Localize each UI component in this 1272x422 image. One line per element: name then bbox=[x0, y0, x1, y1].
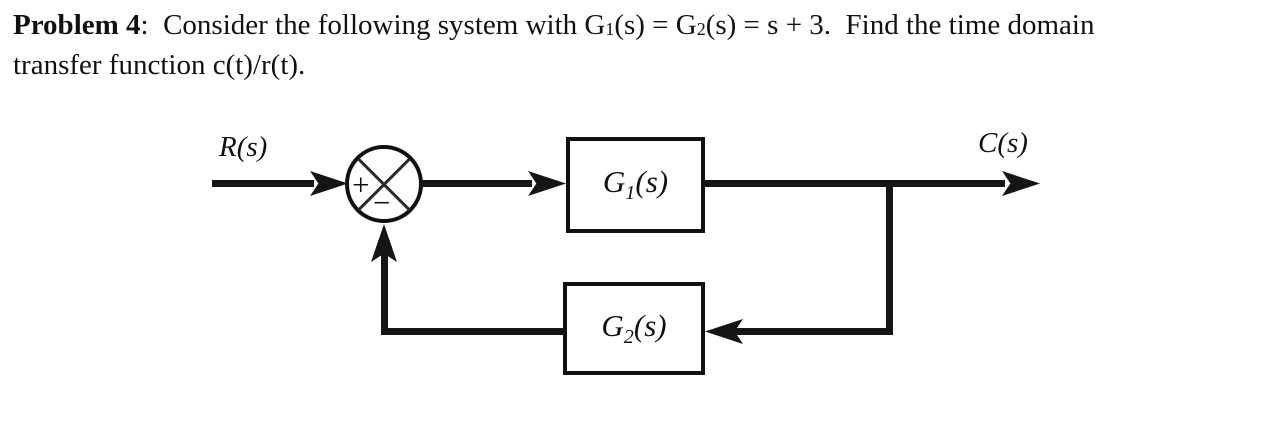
problem-text-c: (s) = s + 3. Find the time domain bbox=[705, 9, 1095, 41]
feedback-right-horizontal-line bbox=[735, 328, 893, 335]
g2-block-label: G2(s) bbox=[601, 308, 666, 349]
g1-subscript-text: 1 bbox=[605, 19, 615, 40]
problem-statement: Problem 4: Consider the following system… bbox=[13, 7, 1094, 84]
summing-plus-sign: + bbox=[352, 167, 370, 202]
problem-line-2: transfer function c(t)/r(t). bbox=[13, 49, 306, 81]
g1-label-args: (s) bbox=[635, 164, 669, 200]
problem-text-a: Consider the following system with G bbox=[148, 9, 606, 41]
g2-label-args: (s) bbox=[633, 307, 667, 343]
problem-line-1: Problem 4: Consider the following system… bbox=[13, 7, 1094, 47]
g1-block-label: G1(s) bbox=[603, 164, 668, 205]
g2-subscript-text: 2 bbox=[696, 19, 706, 40]
output-signal-line bbox=[703, 180, 1005, 187]
problem-text-b: (s) = G bbox=[614, 9, 697, 41]
output-arrowhead-icon bbox=[1002, 171, 1040, 196]
summing-minus-sign: − bbox=[373, 185, 391, 220]
error-signal-line bbox=[420, 180, 532, 187]
input-signal-label: R(s) bbox=[219, 131, 268, 163]
g1-input-arrowhead-icon bbox=[528, 171, 566, 196]
input-arrowhead-icon bbox=[310, 171, 348, 196]
feedback-vertical-line bbox=[381, 250, 388, 335]
g2-label-subscript: 2 bbox=[623, 326, 634, 349]
output-signal-label: C(s) bbox=[978, 127, 1028, 159]
feedback-left-horizontal-line bbox=[384, 328, 563, 335]
g1-label-base: G bbox=[602, 164, 626, 200]
problem-number: Problem 4 bbox=[13, 9, 141, 41]
g1-block: G1(s) bbox=[566, 137, 705, 233]
g1-label-subscript: 1 bbox=[625, 182, 636, 205]
input-signal-line bbox=[212, 180, 314, 187]
feedback-branch-vertical-line bbox=[886, 180, 893, 335]
g2-block: G2(s) bbox=[563, 282, 705, 375]
problem-colon: : bbox=[140, 9, 149, 41]
g2-label-base: G bbox=[601, 307, 624, 343]
